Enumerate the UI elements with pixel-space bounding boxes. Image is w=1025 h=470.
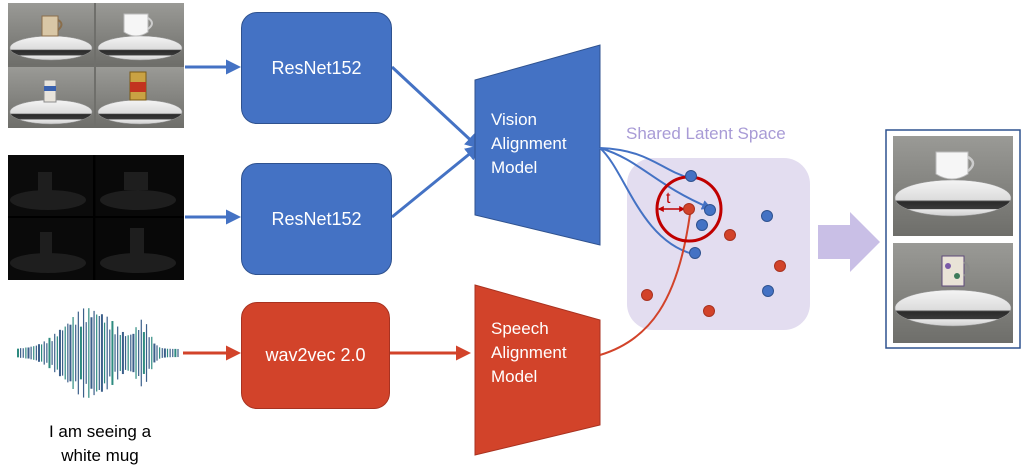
- speech-caption-line-1: I am seeing a: [48, 422, 152, 441]
- vision-point: [761, 210, 773, 222]
- vision-point: [685, 170, 697, 182]
- threshold-label: t: [666, 190, 671, 207]
- speech-point: [774, 260, 786, 272]
- vision-alignment-line-1: Vision: [491, 110, 537, 129]
- speech-caption-line-2: white mug: [61, 446, 139, 465]
- speech-waveform: [17, 308, 179, 398]
- speech-embedding-curve: [599, 213, 691, 356]
- speech-alignment-line-2: Alignment: [491, 343, 567, 362]
- resnet152-depth-label: ResNet152: [271, 208, 362, 229]
- output-arrow: [818, 212, 880, 272]
- rgb-photo-mug-colored: [8, 3, 94, 65]
- speech-point: [724, 229, 736, 241]
- vision-alignment-model: [474, 44, 601, 246]
- vision-alignment-line-2: Alignment: [491, 134, 567, 153]
- resnet152-rgb-encoder: ResNet152: [241, 12, 392, 124]
- rgb-image-grid: [8, 3, 184, 128]
- rgb-photo-jar: [96, 67, 184, 128]
- speech-alignment-model: [474, 284, 601, 456]
- vision-embedding-arrow: [599, 147, 712, 210]
- vision-point: [689, 247, 701, 259]
- speech-point: [641, 289, 653, 301]
- retrieved-photo-white-mug: [893, 136, 1013, 236]
- vision-alignment-line-3: Model: [491, 158, 538, 177]
- speech-alignment-line-1: Speech: [491, 319, 549, 338]
- vision-point: [762, 285, 774, 297]
- retrieved-photo-patterned-mug: [893, 243, 1013, 343]
- vision-alignment-label: Vision Alignment Model: [491, 108, 567, 180]
- vision-point: [696, 219, 708, 231]
- speech-query-point: [683, 203, 695, 215]
- wav2vec-encoder: wav2vec 2.0: [241, 302, 390, 409]
- rgb-photo-mug-white: [96, 3, 184, 65]
- rgb-photo-can: [8, 67, 94, 128]
- shared-latent-space-title: Shared Latent Space: [626, 124, 786, 143]
- retrieved-images-panel: [885, 129, 1021, 349]
- resnet152-depth-encoder: ResNet152: [241, 163, 392, 275]
- wav2vec-label: wav2vec 2.0: [265, 345, 366, 365]
- vision-point: [704, 204, 716, 216]
- speech-alignment-label: Speech Alignment Model: [491, 317, 567, 389]
- arrow-resnet-rgb-to-vision-alignment: [390, 65, 481, 150]
- resnet152-rgb-label: ResNet152: [271, 57, 362, 78]
- speech-alignment-line-3: Model: [491, 367, 538, 386]
- arrow-resnet-depth-to-vision-alignment: [391, 145, 481, 219]
- embedding-points: [641, 170, 786, 317]
- vision-embedding-curve: [599, 147, 691, 179]
- speech-point: [703, 305, 715, 317]
- depth-image-grid: [8, 155, 184, 280]
- vision-embedding-curve-2: [599, 147, 694, 255]
- speech-caption: I am seeing a white mug: [30, 420, 170, 468]
- shared-latent-space-panel: [627, 158, 810, 330]
